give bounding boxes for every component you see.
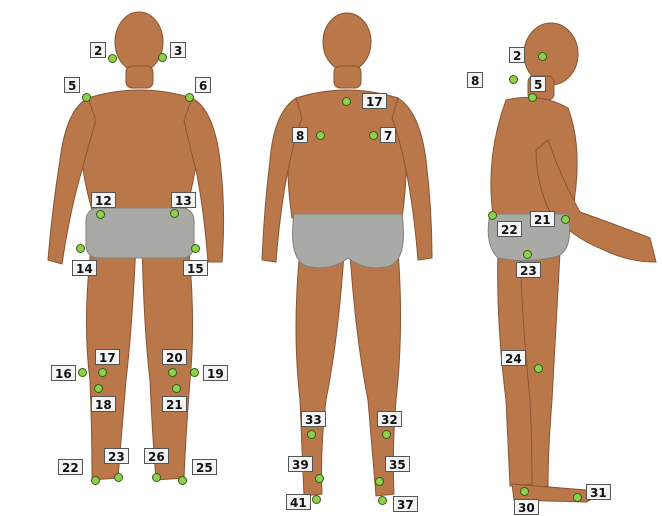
- marker-dot: [158, 53, 167, 62]
- marker-dot: [316, 131, 325, 140]
- marker-dot: [488, 211, 497, 220]
- marker-label: 33: [301, 411, 326, 427]
- marker-label: 32: [377, 411, 402, 427]
- marker-dot: [312, 495, 321, 504]
- marker-label: 23: [104, 448, 129, 464]
- marker-dot: [91, 476, 100, 485]
- marker-dot: [152, 473, 161, 482]
- marker-dot: [82, 93, 91, 102]
- marker-dot: [172, 384, 181, 393]
- marker-label: 24: [501, 350, 526, 366]
- marker-label: 19: [203, 365, 228, 381]
- marker-label: 7: [380, 127, 396, 143]
- marker-dot: [170, 209, 179, 218]
- marker-label: 8: [292, 127, 308, 143]
- front-neck: [126, 66, 153, 88]
- marker-dot: [378, 496, 387, 505]
- marker-label: 8: [467, 72, 483, 88]
- marker-dot: [534, 364, 543, 373]
- marker-dot: [523, 250, 532, 259]
- back-torso: [288, 90, 406, 218]
- marker-dot: [509, 75, 518, 84]
- marker-dot: [98, 368, 107, 377]
- marker-label: 22: [58, 459, 83, 475]
- marker-dot: [190, 368, 199, 377]
- marker-label: 39: [288, 456, 313, 472]
- back-neck: [334, 66, 361, 88]
- marker-label: 5: [530, 76, 546, 92]
- marker-label: 17: [362, 93, 387, 109]
- marker-dot: [96, 210, 105, 219]
- marker-label: 20: [162, 349, 187, 365]
- marker-dot: [168, 368, 177, 377]
- marker-dot: [108, 54, 117, 63]
- marker-dot: [78, 368, 87, 377]
- marker-label: 12: [91, 192, 116, 208]
- side-view-figure: [488, 23, 656, 502]
- marker-dot: [307, 430, 316, 439]
- marker-label: 37: [393, 496, 418, 512]
- marker-label: 5: [64, 77, 80, 93]
- marker-dot: [520, 487, 529, 496]
- marker-label: 6: [195, 77, 211, 93]
- marker-dot: [528, 93, 537, 102]
- marker-label: 15: [183, 260, 208, 276]
- marker-label: 2: [90, 42, 106, 58]
- marker-dot: [315, 474, 324, 483]
- marker-dot: [538, 52, 547, 61]
- marker-label: 26: [144, 448, 169, 464]
- marker-label: 14: [72, 260, 97, 276]
- marker-label: 3: [170, 42, 186, 58]
- marker-dot: [573, 493, 582, 502]
- marker-dot: [382, 430, 391, 439]
- marker-label: 31: [586, 484, 611, 500]
- marker-label: 21: [162, 396, 187, 412]
- marker-dot: [178, 476, 187, 485]
- marker-label: 17: [95, 349, 120, 365]
- back-head: [323, 13, 371, 71]
- marker-label: 2: [509, 47, 525, 63]
- marker-label: 30: [514, 499, 539, 515]
- marker-label: 25: [192, 459, 217, 475]
- marker-label: 35: [385, 456, 410, 472]
- marker-label: 18: [91, 396, 116, 412]
- marker-dot: [185, 93, 194, 102]
- marker-dot: [76, 244, 85, 253]
- marker-label: 21: [530, 211, 555, 227]
- marker-dot: [375, 477, 384, 486]
- marker-label: 16: [51, 365, 76, 381]
- marker-dot: [369, 131, 378, 140]
- marker-dot: [561, 215, 570, 224]
- marker-dot: [342, 97, 351, 106]
- marker-label: 13: [171, 192, 196, 208]
- marker-dot: [191, 244, 200, 253]
- marker-label: 22: [497, 221, 522, 237]
- marker-label: 41: [286, 494, 311, 510]
- marker-dot: [114, 473, 123, 482]
- marker-dot: [94, 384, 103, 393]
- marker-label: 23: [516, 262, 541, 278]
- back-view-figure: [262, 13, 432, 496]
- front-head: [115, 12, 163, 72]
- back-shorts: [293, 214, 404, 268]
